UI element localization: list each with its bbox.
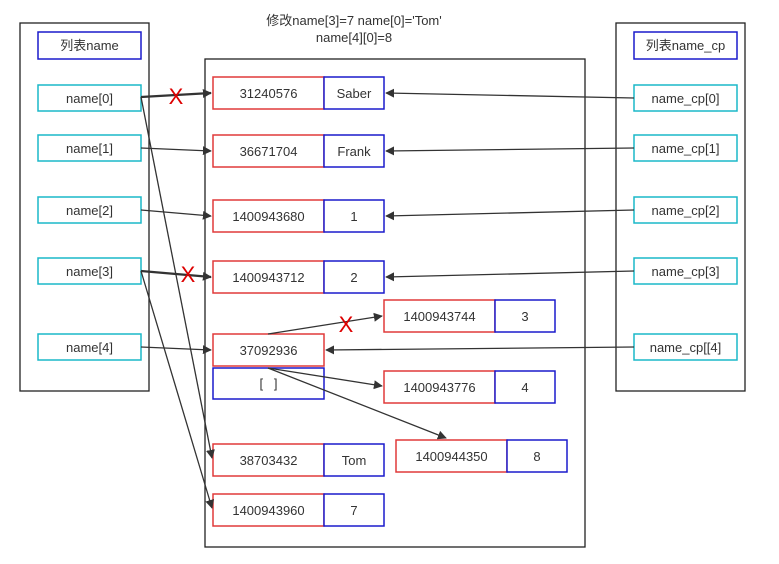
x-mark-name3: X [181, 262, 196, 287]
right-list-title: 列表name_cp [646, 38, 725, 53]
left-list-item-label: name[1] [66, 141, 113, 156]
x-mark-name0: X [169, 84, 184, 109]
right-list-item-label: name_cp[1] [652, 141, 720, 156]
arrow-cp1-to-frank [385, 146, 635, 156]
arrow-inner-to-four [267, 367, 383, 390]
memory-cell-eight: 1400944350 8 [395, 439, 568, 473]
right-list-item-0: name_cp[0] [633, 84, 738, 112]
cell-address: 1400944350 [415, 449, 487, 464]
right-list-item-label: name_cp[0] [652, 91, 720, 106]
cell-address: 1400943776 [403, 380, 475, 395]
cell-address: 1400943680 [232, 209, 304, 224]
memory-cell-one: 1400943680 1 [212, 199, 385, 233]
memory-cell-three: 1400943744 3 [383, 299, 556, 333]
cell-value: 2 [350, 270, 357, 285]
cell-address: 37092936 [240, 343, 298, 358]
left-list-title: 列表name [60, 38, 119, 53]
cell-value: 3 [521, 309, 528, 324]
caption-line-1: 修改name[3]=7 name[0]='Tom' [266, 13, 442, 28]
cell-value: Tom [342, 453, 367, 468]
left-list-item-label: name[3] [66, 264, 113, 279]
left-list-item-label: name[4] [66, 340, 113, 355]
left-list-item-0: name[0] [37, 84, 142, 112]
x-mark-inner-three: X [339, 312, 354, 337]
left-list-item-1: name[1] [37, 134, 142, 162]
cell-value: Frank [337, 144, 371, 159]
memory-cell-four: 1400943776 4 [383, 370, 556, 404]
left-list-item-3: name[3] [37, 257, 142, 285]
memory-frame [204, 58, 586, 548]
cell-address: 36671704 [240, 144, 298, 159]
cell-value: 1 [350, 209, 357, 224]
memory-cell-saber: 31240576 Saber [212, 76, 385, 110]
arrow-name2-to-one [140, 209, 212, 220]
right-reference-arrows [325, 88, 635, 355]
right-list-item-4: name_cp[[4] [633, 333, 738, 361]
cell-value: 8 [533, 449, 540, 464]
left-list-item-label: name[2] [66, 203, 113, 218]
left-list-item-label: name[0] [66, 91, 113, 106]
memory-cell-tom: 38703432 Tom [212, 443, 385, 477]
arrow-cp0-to-saber [385, 88, 635, 99]
cell-address: 1400943712 [232, 270, 304, 285]
right-list-title-box [633, 31, 738, 60]
cell-value: 4 [521, 380, 528, 395]
right-list-item-label: name_cp[2] [652, 203, 720, 218]
right-list-item-3: name_cp[3] [633, 257, 738, 285]
right-list-item-2: name_cp[2] [633, 196, 738, 224]
memory-cell-two: 1400943712 2 [212, 260, 385, 294]
arrow-name0-to-saber [140, 88, 212, 99]
left-list-title-box [37, 31, 142, 60]
memory-cell-frank: 36671704 Frank [212, 134, 385, 168]
cell-address: 1400943960 [232, 503, 304, 518]
cell-address: 31240576 [240, 86, 298, 101]
arrow-name1-to-frank [140, 146, 212, 156]
cell-value: Saber [337, 86, 372, 101]
caption-line-2: name[4][0]=8 [316, 30, 392, 45]
left-list-item-4: name[4] [37, 333, 142, 361]
arrow-cp3-to-two [385, 270, 635, 282]
arrow-cp4-to-inner [325, 345, 635, 355]
left-list-item-2: name[2] [37, 196, 142, 224]
arrow-inner-to-eight [267, 367, 447, 440]
arrow-cp2-to-one [385, 209, 635, 221]
arrow-inner-to-three [267, 312, 383, 335]
right-list-item-label: name_cp[[4] [650, 340, 722, 355]
right-list-item-1: name_cp[1] [633, 134, 738, 162]
cell-address: 1400943744 [403, 309, 475, 324]
arrow-name3-to-seven [140, 270, 214, 509]
memory-cell-seven: 1400943960 7 [212, 493, 385, 527]
arrow-name0-to-tom [140, 96, 215, 459]
left-reference-arrows [140, 88, 215, 509]
inner-list-arrows [267, 312, 447, 440]
cell-value: 7 [350, 503, 357, 518]
arrow-name4-to-inner [140, 345, 212, 355]
cell-address: 38703432 [240, 453, 298, 468]
memory-cell-inner-list: 37092936 [ ] [212, 333, 325, 400]
cell-value: [ ] [259, 376, 277, 391]
right-list-item-label: name_cp[3] [652, 264, 720, 279]
